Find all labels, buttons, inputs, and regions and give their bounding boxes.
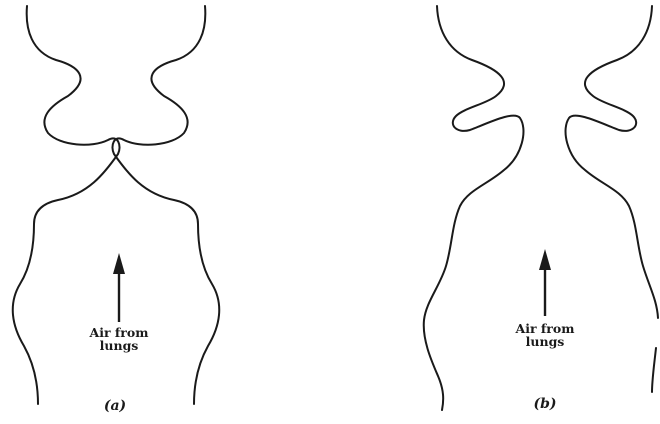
panel-a-arrow-head (113, 253, 125, 274)
panel-b-drawing (424, 6, 658, 410)
panel-b-air-label: Air from lungs (500, 322, 590, 348)
panel-b-label: (b) (525, 396, 565, 412)
panel-b-arrow-head (539, 249, 551, 270)
panel-b-right-wall (566, 6, 658, 318)
panel-b-left-wall (424, 6, 524, 410)
panel-b-air-label-line2: lungs (500, 335, 590, 348)
panel-a-air-label-line2: lungs (74, 339, 164, 352)
panel-a-label: (a) (95, 398, 135, 414)
panel-a-air-label: Air from lungs (74, 326, 164, 352)
panel-b-right-wall-lower (652, 348, 656, 392)
